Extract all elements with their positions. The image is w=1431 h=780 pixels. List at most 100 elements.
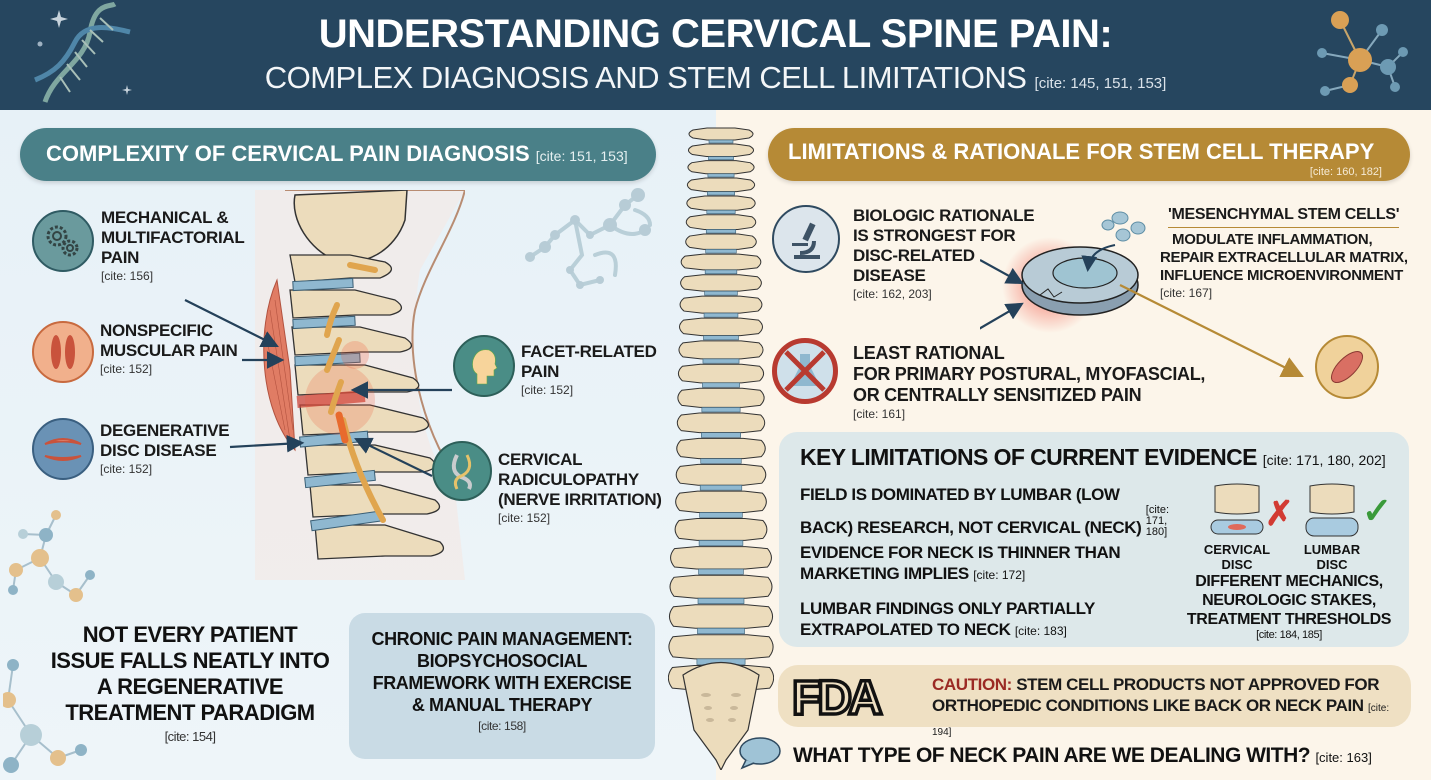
cervical-spine-illustration	[255, 190, 465, 580]
spinal-disc	[698, 540, 744, 546]
label-line: DISC DISEASE	[100, 441, 217, 460]
pain-type-mechanical: MECHANICAL & MULTIFACTORIAL PAIN [cite: …	[101, 208, 245, 284]
label-line: RADICULOPATHY	[498, 470, 639, 489]
difference-cite: [cite: 184, 185]	[1256, 629, 1322, 641]
vertebra	[668, 634, 774, 660]
spinal-disc	[699, 512, 743, 518]
spinal-disc	[708, 139, 734, 144]
item-cite: [cite: 172]	[973, 568, 1026, 582]
disc-label-line: CERVICAL	[1203, 542, 1271, 557]
label-line: MUSCULAR PAIN	[100, 341, 238, 360]
item-line: EXTRAPOLATED TO NECK	[800, 620, 1011, 639]
spinal-disc	[704, 269, 738, 275]
fda-caution-text: CAUTION: STEM CELL PRODUCTS NOT APPROVED…	[932, 674, 1411, 743]
least-rational-label: LEAST RATIONAL FOR PRIMARY POSTURAL, MYO…	[853, 343, 1205, 422]
caution-line: STEM CELL PRODUCTS NOT APPROVED FOR	[1016, 675, 1380, 694]
x-mark-icon: ✗	[1265, 495, 1294, 533]
microscope-icon	[772, 205, 840, 273]
label-cite: [cite: 162, 203]	[853, 287, 932, 301]
vertebra	[676, 412, 766, 434]
label-line: FACET-RELATED	[521, 342, 657, 361]
note-line: A REGENERATIVE	[96, 674, 284, 699]
molecule-chain-icon	[3, 510, 95, 773]
label-line: DEGENERATIVE	[100, 421, 230, 440]
spinal-disc	[706, 209, 736, 215]
evidence-item: FIELD IS DOMINATED BY LUMBAR (LOW BACK) …	[800, 484, 1186, 538]
chronic-pain-management-box: CHRONIC PAIN MANAGEMENT: BIOPSYCHOSOCIAL…	[349, 613, 655, 759]
label-line: REPAIR EXTRACELLULAR MATRIX,	[1160, 249, 1408, 266]
label-cite: [cite: 161]	[853, 407, 906, 421]
label-cite: [cite: 152]	[521, 383, 574, 397]
lumbar-disc-label: LUMBAR DISC	[1292, 542, 1372, 572]
vertebra	[686, 177, 756, 193]
spinal-disc	[707, 173, 735, 178]
subtitle-text: COMPLEX DIAGNOSIS AND STEM CELL LIMITATI…	[264, 60, 1027, 95]
spinal-disc	[703, 312, 739, 318]
spinal-disc	[708, 156, 734, 160]
msc-description: 'MESENCHYMAL STEM CELLS' MODULATE INFLAM…	[1160, 206, 1408, 301]
vertebra	[686, 195, 756, 211]
molecule-chain-icon	[525, 188, 652, 289]
prohibited-flask-icon	[772, 338, 838, 404]
vertebra	[687, 143, 755, 158]
title-cite: [cite: 171, 180, 202]	[1262, 452, 1386, 468]
vertebra	[677, 387, 765, 408]
label-cite: [cite: 152]	[100, 462, 153, 476]
heading-cite: [cite: 160, 182]	[1309, 166, 1382, 178]
check-mark-icon: ✓	[1362, 490, 1393, 531]
question-cite: [cite: 163]	[1315, 750, 1372, 765]
item-line: BACK) RESEARCH, NOT CERVICAL (NECK)	[800, 518, 1142, 537]
vertebra	[678, 340, 764, 360]
heading-text: COMPLEXITY OF CERVICAL PAIN DIAGNOSIS	[46, 141, 530, 166]
note-line: NOT EVERY PATIENT	[82, 622, 298, 647]
difference-line: DIFFERENT MECHANICS,	[1195, 573, 1383, 590]
full-spine-illustration	[668, 127, 774, 770]
vertebra	[679, 295, 763, 314]
head-profile-icon	[453, 335, 515, 397]
spinal-disc	[704, 290, 738, 296]
spinal-disc	[702, 382, 740, 388]
item-cite: [cite: 171, 180]	[1145, 504, 1170, 538]
box-line: CHRONIC PAIN MANAGEMENT:	[371, 629, 633, 649]
item-line: EVIDENCE FOR NECK IS THINNER THAN	[800, 543, 1121, 562]
difference-line: NEUROLOGIC STAKES,	[1202, 592, 1376, 609]
label-line: DISEASE	[853, 266, 926, 285]
section-heading-limitations: LIMITATIONS & RATIONALE FOR STEM CELL TH…	[768, 128, 1410, 181]
disc-label-line: LUMBAR	[1303, 542, 1361, 557]
disc-icon	[32, 418, 94, 480]
label-cite: [cite: 156]	[101, 269, 154, 283]
label-line: IS STRONGEST FOR	[853, 226, 1016, 245]
muscle-fiber-icon	[1315, 335, 1379, 399]
vertebra	[680, 253, 762, 271]
vertebra	[685, 233, 757, 250]
intervertebral-disc-illustration	[980, 211, 1304, 377]
guiding-question: WHAT TYPE OF NECK PAIN ARE WE DEALING WI…	[793, 744, 1372, 768]
vertebra	[687, 160, 755, 175]
gears-icon	[32, 210, 94, 272]
pain-type-muscular: NONSPECIFIC MUSCULAR PAIN [cite: 152]	[100, 321, 238, 377]
spinal-disc	[705, 249, 737, 254]
muscle-icon	[32, 321, 94, 383]
label-line: INFLUENCE MICROENVIRONMENT	[1160, 267, 1404, 284]
label-line: NONSPECIFIC	[100, 321, 213, 340]
item-line: LUMBAR FINDINGS ONLY PARTIALLY	[800, 599, 1095, 618]
box-line: FRAMEWORK WITH EXERCISE	[372, 673, 632, 693]
title-text: KEY LIMITATIONS OF CURRENT EVIDENCE	[800, 444, 1258, 470]
vertebra	[688, 127, 754, 141]
label-line: MULTIFACTORIAL	[101, 228, 245, 247]
biologic-rationale-label: BIOLOGIC RATIONALE IS STRONGEST FOR DISC…	[853, 206, 1035, 302]
subtitle-cite: [cite: 145, 151, 153]	[1034, 75, 1167, 92]
fda-logo-icon: FDA	[792, 674, 888, 718]
spinal-disc	[697, 627, 745, 635]
molecule-icon	[1317, 11, 1408, 96]
page-subtitle: COMPLEX DIAGNOSIS AND STEM CELL LIMITATI…	[0, 60, 1431, 96]
header-banner: UNDERSTANDING CERVICAL SPINE PAIN: COMPL…	[0, 0, 1431, 110]
label-line: DISC-RELATED	[853, 246, 975, 265]
msc-title: 'MESENCHYMAL STEM CELLS'	[1168, 206, 1400, 228]
disc-label-line: DISC	[1221, 557, 1253, 572]
nerve-icon	[432, 441, 492, 501]
spinal-disc	[698, 568, 744, 575]
note-cite: [cite: 154]	[164, 729, 216, 744]
cervical-disc-icon	[1210, 483, 1264, 535]
label-line: (NERVE IRRITATION)	[498, 490, 662, 509]
